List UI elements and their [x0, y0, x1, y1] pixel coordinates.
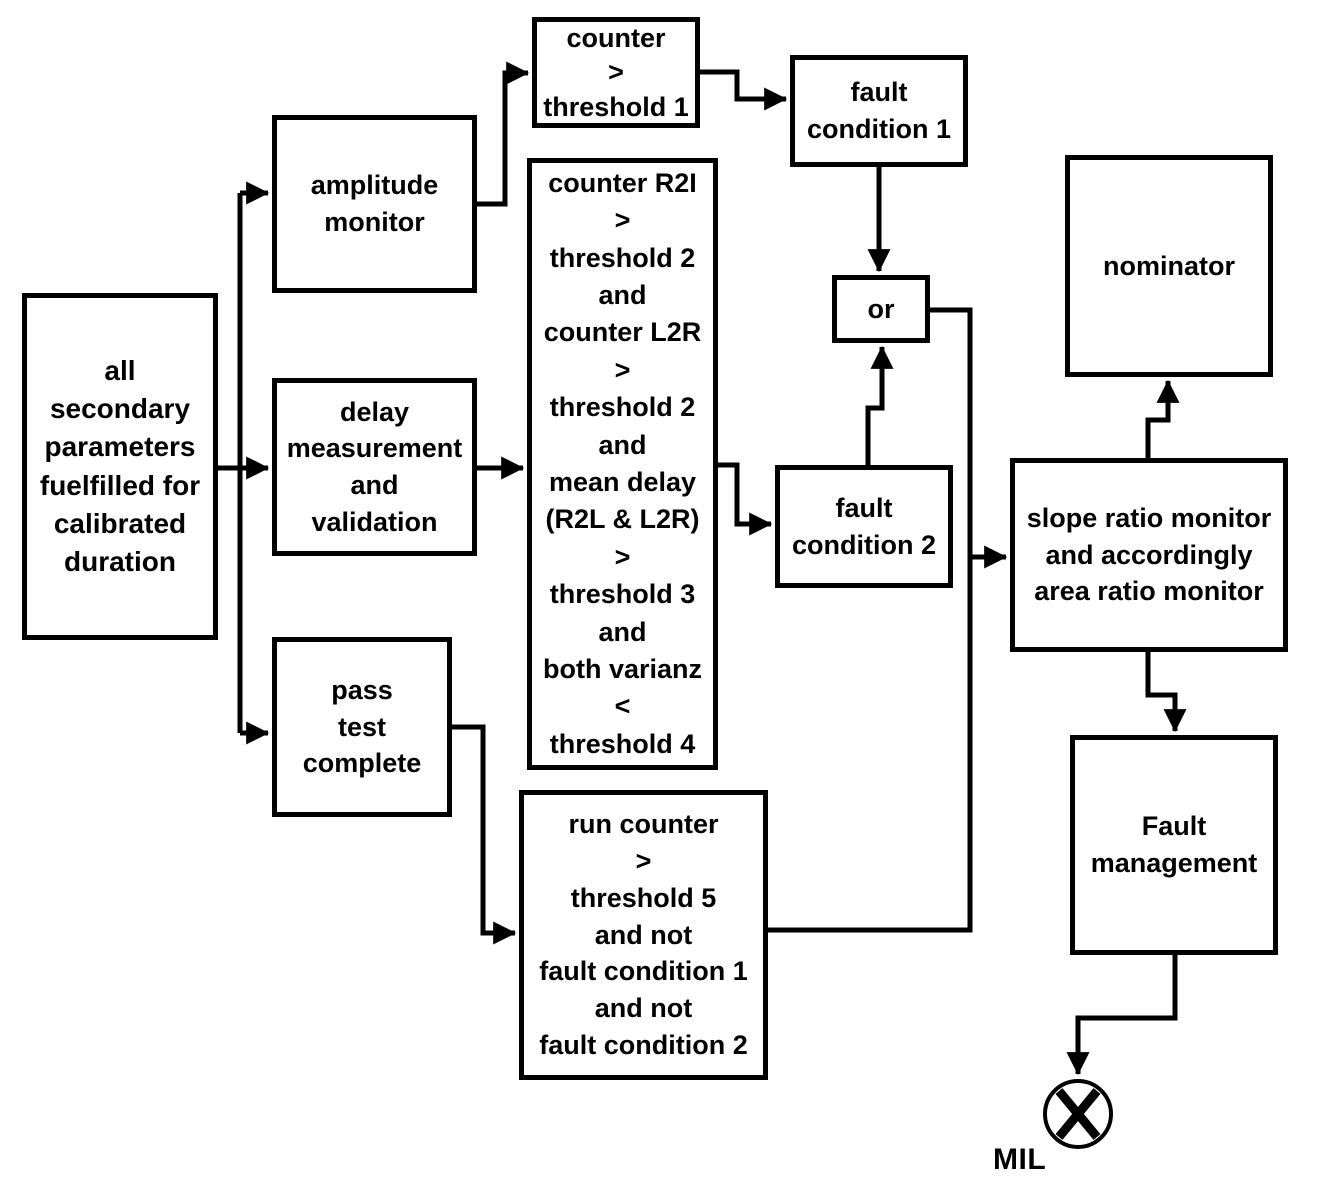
edge-or-to-junction [930, 307, 973, 557]
node-fault-condition-1: fault condition 1 [790, 55, 968, 167]
node-nominator: nominator [1065, 155, 1273, 377]
edge-slope-to-nominator [1145, 379, 1180, 458]
node-pass-test-complete: pass test complete [272, 637, 452, 817]
edge-faultmgmt-to-mil [1066, 955, 1178, 1076]
edge-pass-to-run [452, 724, 517, 945]
edge-run-to-junction [768, 557, 973, 933]
node-amplitude-monitor: amplitude monitor [272, 115, 477, 293]
edge-criteria-to-fault2 [718, 462, 773, 536]
node-or-gate: or [832, 275, 930, 343]
mil-label: MIL [993, 1143, 1047, 1176]
node-delay-criteria: counter R2I > threshold 2 and counter L2… [527, 158, 718, 770]
edge-counter1-to-fault1 [700, 69, 788, 111]
node-run-counter-criteria: run counter > threshold 5 and not fault … [519, 790, 768, 1080]
node-fault-management: Fault management [1070, 735, 1278, 955]
edge-amplitude-to-counter1 [477, 61, 530, 207]
node-secondary-parameters: all secondary parameters fuelfilled for … [22, 293, 218, 640]
node-fault-condition-2: fault condition 2 [775, 465, 953, 588]
node-slope-ratio-monitor: slope ratio monitor and accordingly area… [1010, 458, 1288, 652]
node-counter-threshold-1: counter > threshold 1 [532, 17, 700, 128]
mil-indicator-icon [1043, 1079, 1113, 1149]
node-delay-measurement: delay measurement and validation [272, 378, 477, 556]
edge-fault2-to-or [865, 345, 894, 465]
edge-slope-to-faultmgmt [1145, 652, 1187, 733]
